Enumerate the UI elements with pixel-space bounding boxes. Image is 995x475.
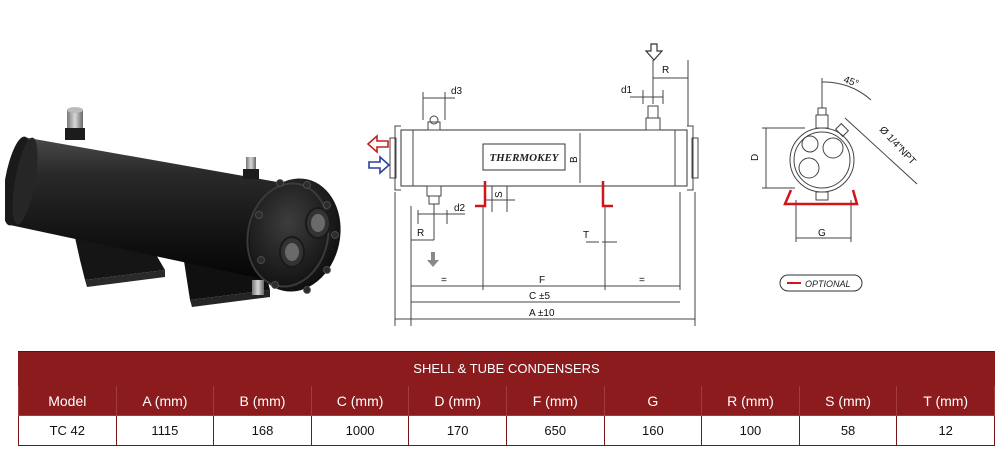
- header-g: G: [603, 385, 703, 416]
- condenser-photo: [5, 107, 341, 307]
- table-title-row: SHELL & TUBE CONDENSERS: [18, 351, 995, 386]
- dim-S: S: [494, 191, 505, 198]
- header-f: F (mm): [505, 385, 605, 416]
- spec-table: SHELL & TUBE CONDENSERS Model A (mm) B (…: [18, 351, 995, 446]
- cell-f: 650: [505, 415, 605, 446]
- dim-npt: Ø 1/4"NPT: [877, 125, 918, 168]
- dim-angle: 45°: [842, 74, 860, 90]
- header-b: B (mm): [213, 385, 312, 416]
- header-r: R (mm): [701, 385, 800, 416]
- dim-R-top: R: [662, 65, 669, 76]
- header-d: D (mm): [408, 385, 507, 416]
- header-t: T (mm): [896, 385, 995, 416]
- dim-eq-left: =: [441, 275, 447, 286]
- cell-model: TC 42: [18, 415, 117, 446]
- cell-b: 168: [213, 415, 312, 446]
- dim-F: F: [539, 275, 545, 286]
- header-c: C (mm): [310, 385, 410, 416]
- table-title: SHELL & TUBE CONDENSERS: [18, 351, 995, 386]
- cell-a: 1115: [115, 415, 215, 446]
- cell-r: 100: [701, 415, 800, 446]
- optional-label: OPTIONAL: [805, 279, 851, 289]
- table-row: TC 42 1115 168 1000 170 650 160 100 58 1…: [18, 415, 995, 446]
- dimension-drawing: THERMOKEY d3 d1 R d2 R S B T = F = C ±5 …: [366, 43, 699, 326]
- table-header-row: Model A (mm) B (mm) C (mm) D (mm) F (mm)…: [18, 385, 995, 416]
- dim-d3: d3: [451, 86, 463, 97]
- header-model: Model: [18, 385, 117, 416]
- cell-t: 12: [896, 415, 995, 446]
- cell-s: 58: [798, 415, 898, 446]
- dim-A: A ±10: [529, 308, 555, 319]
- dim-B: B: [569, 156, 580, 163]
- dim-D: D: [750, 154, 761, 161]
- dim-T: T: [583, 230, 589, 241]
- cell-g: 160: [603, 415, 703, 446]
- header-s: S (mm): [798, 385, 898, 416]
- dim-G: G: [818, 228, 826, 239]
- dim-d1: d1: [621, 85, 633, 96]
- brand-label: THERMOKEY: [489, 152, 559, 164]
- dim-eq-right: =: [639, 275, 645, 286]
- header-a: A (mm): [115, 385, 215, 416]
- cell-d: 170: [408, 415, 507, 446]
- dim-R-bottom: R: [417, 228, 424, 239]
- dim-d2: d2: [454, 203, 466, 214]
- cell-c: 1000: [310, 415, 410, 446]
- dim-C: C ±5: [529, 291, 550, 302]
- end-view-drawing: D G 45° Ø 1/4"NPT OPTIONAL: [750, 74, 918, 292]
